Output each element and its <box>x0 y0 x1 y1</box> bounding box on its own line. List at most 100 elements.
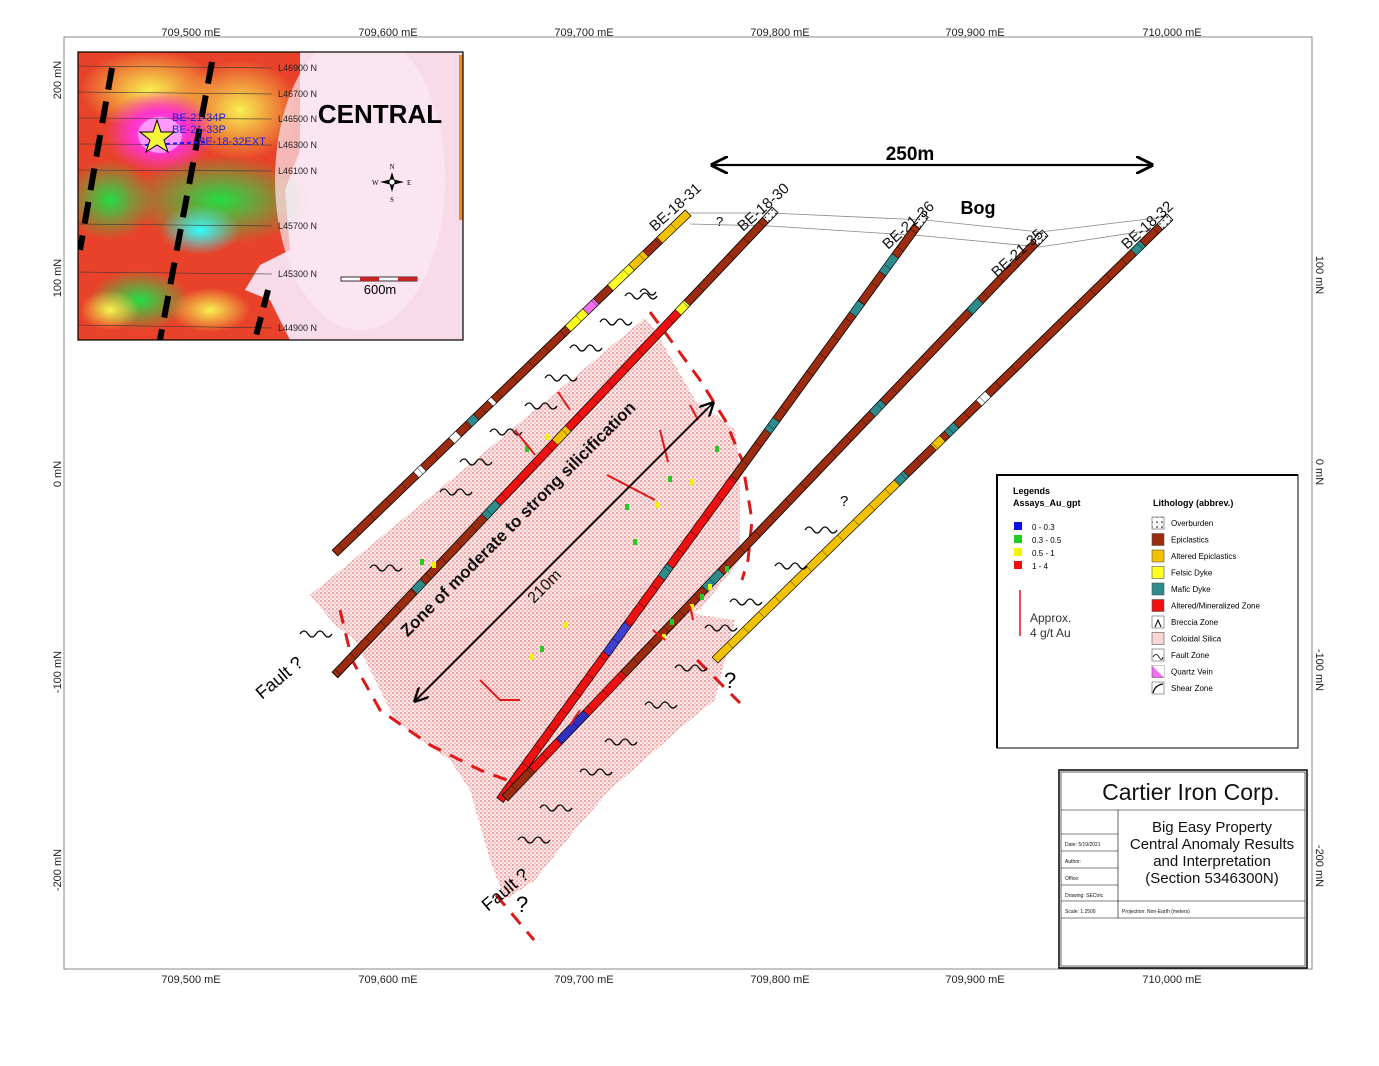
lithology-label: Shear Zone <box>1171 684 1213 693</box>
interval-tick <box>742 626 749 633</box>
assay-swatch <box>1014 535 1022 543</box>
inset-title: CENTRAL <box>318 99 442 129</box>
interval-tick <box>724 562 731 569</box>
interval-tick <box>837 534 844 541</box>
grid-line-label: L46300 N <box>278 140 317 150</box>
interval-tick <box>369 513 376 520</box>
lithology-interval <box>868 399 887 417</box>
interval-tick <box>754 530 761 537</box>
interval-tick <box>496 391 503 398</box>
overburden-interval <box>912 212 929 230</box>
interval-tick <box>869 504 875 511</box>
interval-tick <box>572 721 579 728</box>
interval-tick <box>353 529 360 536</box>
map-title-line: (Section 5346300N) <box>1145 870 1278 887</box>
easting-label: 709,900 mE <box>945 27 1004 39</box>
assay-swatch <box>1014 548 1022 556</box>
interval-tick <box>395 605 402 611</box>
interval-tick <box>800 483 807 489</box>
interval-tick <box>884 488 891 495</box>
lithology-interval <box>607 264 635 292</box>
lithology-label: Epiclastics <box>1171 536 1209 545</box>
interval-tick <box>547 727 555 733</box>
interval-tick <box>512 376 519 383</box>
interval-tick <box>815 467 822 474</box>
interval-tick <box>682 301 689 308</box>
lithology-interval <box>943 421 960 438</box>
interval-tick <box>769 514 776 521</box>
interval-tick <box>607 381 614 388</box>
grid-line-label: L45700 N <box>278 221 317 231</box>
title-block: Cartier Iron Corp. Big Easy Property Cen… <box>1058 769 1308 969</box>
assay-legend: 0 - 0.30.3 - 0.50.5 - 11 - 4 <box>1014 522 1062 571</box>
assay-flag <box>530 654 534 660</box>
easting-label: 709,700 mE <box>554 974 613 986</box>
interval-tick <box>780 406 788 412</box>
interval-tick <box>1136 243 1143 250</box>
interval-tick <box>871 282 878 288</box>
interval-tick <box>638 254 645 261</box>
interval-tick <box>349 653 357 659</box>
assay-flag <box>708 584 712 590</box>
lithology-swatch <box>1151 516 1165 530</box>
interval-tick <box>1028 244 1035 251</box>
interval-tick <box>900 473 907 480</box>
interval-tick <box>790 580 797 587</box>
interval-tick <box>758 221 765 228</box>
assay-flag <box>432 562 436 568</box>
interval-tick <box>896 246 904 252</box>
drawing-field: Drawing: SECtric <box>1065 893 1104 899</box>
interval-tick <box>1058 320 1065 327</box>
assay-flag <box>725 566 729 572</box>
assay-flag <box>668 476 672 482</box>
lithology-label: Altered Epiclastics <box>1171 552 1236 561</box>
northing-label: 0 mN <box>52 461 64 487</box>
svg-text:S: S <box>390 196 394 204</box>
interval-tick <box>715 495 723 501</box>
inset-hole-label: BE-21-33P <box>172 124 226 136</box>
interval-tick <box>876 403 883 410</box>
interval-tick <box>728 477 736 483</box>
lithology-label: Overburden <box>1171 519 1213 528</box>
assay-flag <box>420 559 424 565</box>
company-name: Cartier Iron Corp. <box>1102 779 1280 805</box>
assay-title: Assays_Au_gpt <box>1013 498 1081 508</box>
interval-tick <box>670 223 677 230</box>
grid-line-label: L46500 N <box>278 114 317 124</box>
lithology-interval <box>656 209 692 244</box>
easting-label: 709,700 mE <box>554 27 613 39</box>
interval-tick <box>741 460 749 466</box>
easting-label: 709,500 mE <box>161 974 220 986</box>
northing-label: 0 mN <box>1313 459 1325 485</box>
question-mark: ? <box>716 214 723 229</box>
interval-tick <box>623 269 629 276</box>
interval-tick <box>607 284 614 291</box>
interval-tick <box>587 705 594 712</box>
interval-tick <box>528 361 534 368</box>
projection-field: Projection: Non-Earth (meters) <box>1122 909 1190 915</box>
interval-tick <box>543 345 550 352</box>
interval-tick <box>784 499 792 505</box>
interval-tick <box>591 300 598 307</box>
lithology-swatch <box>1151 648 1165 662</box>
easting-label: 709,800 mE <box>750 27 809 39</box>
interval-tick <box>921 355 928 362</box>
inset-map: L46900 N L46700 N L46500 N L46300 N L461… <box>77 51 464 341</box>
interval-tick <box>754 442 762 448</box>
interval-tick <box>906 371 913 378</box>
interval-tick <box>952 324 959 330</box>
grid-line-label: L46700 N <box>278 89 317 99</box>
interval-tick <box>637 349 644 356</box>
hole-label: BE-21-35 <box>988 226 1046 281</box>
interval-tick <box>727 253 735 260</box>
lithology-label: Mafic Dyke <box>1171 585 1211 594</box>
lithology-label: Altered/Mineralized Zone <box>1171 602 1260 611</box>
interval-tick <box>652 333 659 340</box>
map-title-line: and Interpretation <box>1153 853 1271 870</box>
assay-label: 0.3 - 0.5 <box>1032 536 1062 545</box>
interval-tick <box>534 744 542 750</box>
interval-tick <box>995 381 1001 388</box>
lithology-interval <box>764 417 780 435</box>
